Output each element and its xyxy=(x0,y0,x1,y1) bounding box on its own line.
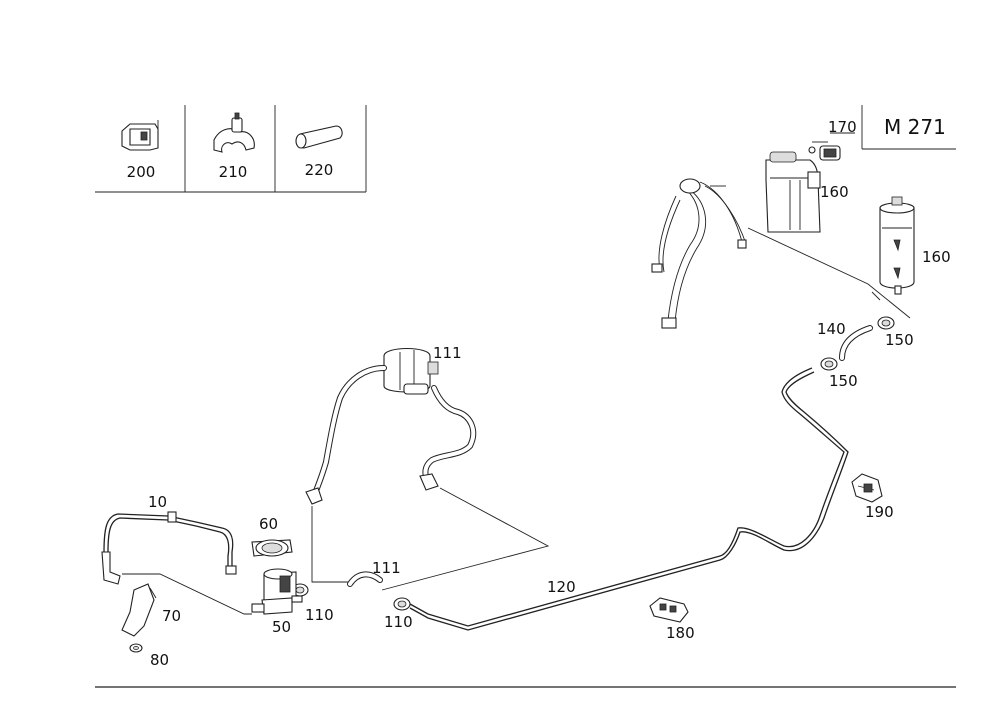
valve-part-50 xyxy=(251,568,303,615)
callout-160: 160 xyxy=(922,248,951,266)
bracket-part-60 xyxy=(251,539,293,557)
legend-number: 200 xyxy=(127,163,156,181)
callout-80: 80 xyxy=(150,651,169,669)
callout-110: 110 xyxy=(384,613,413,631)
callout-180: 180 xyxy=(666,624,695,642)
model-code: M 271 xyxy=(884,115,946,139)
callout-50: 50 xyxy=(272,618,291,636)
canister-part-111 xyxy=(305,348,477,505)
bracket-part-70 xyxy=(121,583,157,637)
callout-70: 70 xyxy=(162,607,181,625)
callout-170: 170 xyxy=(828,118,857,136)
callout-140: 140 xyxy=(817,320,846,338)
charcoal-canister-right xyxy=(879,196,915,295)
callout-labels: 10 60 50 70 80 110 110 111 111 120 180 1… xyxy=(148,118,951,669)
clip-icon xyxy=(121,120,159,151)
legend-number: 220 xyxy=(305,161,334,179)
clamp-part-150-upper xyxy=(877,316,895,330)
callout-160: 160 xyxy=(820,183,849,201)
charcoal-canister-upper xyxy=(765,151,821,233)
holder-icon xyxy=(213,112,255,153)
callout-150: 150 xyxy=(885,331,914,349)
legend-number: 210 xyxy=(219,163,248,181)
callout-190: 190 xyxy=(865,503,894,521)
legend-table: 200 210 220 xyxy=(95,105,367,193)
model-code-box: M 271 xyxy=(861,105,956,150)
clamp-part-150-lower xyxy=(820,357,838,371)
callout-10: 10 xyxy=(148,493,167,511)
pipe-assembly-part-10 xyxy=(101,511,237,585)
clamp-part-110-right xyxy=(393,597,411,611)
sleeve-icon xyxy=(295,125,343,149)
hose-part-111-lower xyxy=(347,571,383,587)
hose-part-140 xyxy=(839,325,873,361)
valve-part-170 xyxy=(808,132,855,161)
nut-part-80 xyxy=(129,643,143,653)
connector-part-180 xyxy=(649,597,689,623)
callout-110: 110 xyxy=(305,606,334,624)
callout-60: 60 xyxy=(259,515,278,533)
callout-150: 150 xyxy=(829,372,858,390)
clip-part-190 xyxy=(851,473,883,503)
callout-111: 111 xyxy=(372,559,401,577)
fuel-line-120 xyxy=(409,367,849,631)
engine-harness-sketch xyxy=(651,178,747,329)
callout-111: 111 xyxy=(433,344,462,362)
callout-120: 120 xyxy=(547,578,576,596)
